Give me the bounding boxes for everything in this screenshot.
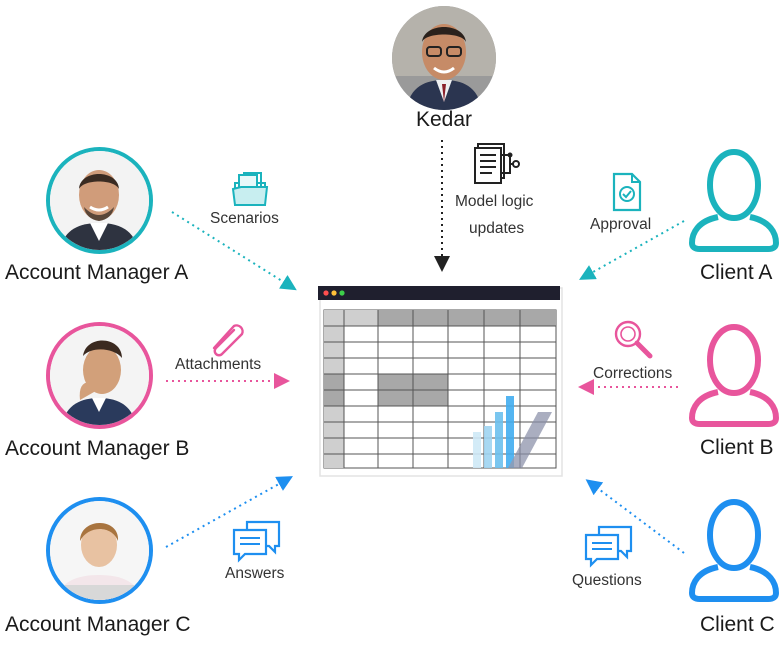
arrow-manager-c — [165, 476, 293, 548]
spreadsheet-grid — [323, 309, 557, 469]
scenarios-label: Scenarios — [210, 210, 279, 227]
arrow-client-a — [579, 220, 685, 280]
chat-bubbles-icon — [584, 525, 633, 568]
client-c-name: Client C — [700, 613, 775, 636]
arrow-client-c — [585, 479, 685, 554]
account-manager-a-avatar — [46, 147, 153, 254]
client-a-person-icon — [689, 149, 779, 252]
model-logic-label-2: updates — [469, 220, 525, 237]
model-logic-label: Model logic — [455, 193, 534, 210]
spreadsheet-window — [318, 286, 563, 477]
magnifier-icon — [614, 320, 653, 359]
client-c-person-icon — [689, 499, 779, 602]
client-b-person-icon — [689, 324, 779, 427]
chat-bubbles-icon — [232, 520, 281, 563]
answers-label: Answers — [225, 565, 285, 582]
document-flow-icon — [474, 143, 520, 184]
approved-document-icon — [612, 172, 642, 212]
paperclip-icon — [212, 324, 244, 357]
approval-label: Approval — [590, 216, 652, 233]
attachments-label: Attachments — [175, 356, 262, 373]
account-manager-b-avatar — [46, 322, 153, 429]
kedar-name: Kedar — [416, 108, 473, 131]
account-manager-c-name: Account Manager C — [5, 613, 191, 636]
questions-label: Questions — [572, 572, 642, 589]
bar-chart-overlay — [473, 396, 552, 468]
folder-icon — [231, 172, 269, 206]
corrections-label: Corrections — [593, 365, 673, 382]
account-manager-b-name: Account Manager B — [5, 437, 190, 460]
account-manager-c-avatar — [46, 497, 153, 604]
account-manager-a-name: Account Manager A — [5, 261, 189, 284]
client-a-name: Client A — [700, 261, 773, 284]
client-b-name: Client B — [700, 436, 774, 459]
